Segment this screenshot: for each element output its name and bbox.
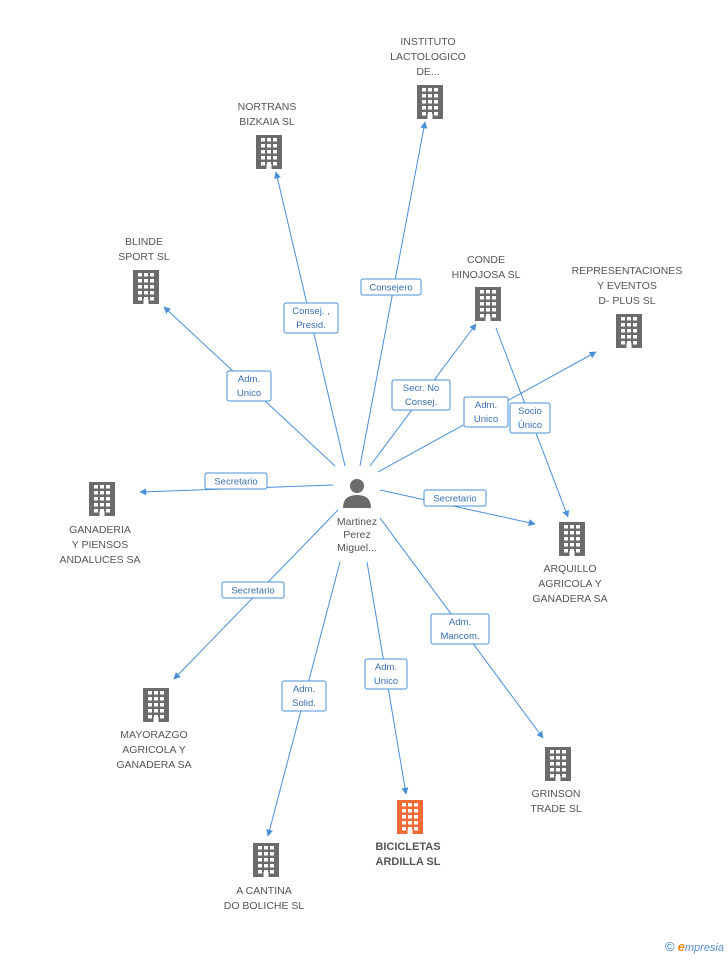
relation-label: Adm.Mancom. xyxy=(440,617,479,642)
building-icon[interactable] xyxy=(545,747,571,781)
relation-label-box xyxy=(391,379,451,411)
relation-label: Consej. ,Presid. xyxy=(292,306,330,331)
building-icon[interactable] xyxy=(397,800,423,834)
relation-label-box xyxy=(204,472,268,490)
relation-label-box xyxy=(360,278,422,296)
relation-label-box xyxy=(463,396,509,428)
relation-ganaderia[interactable]: Secretario xyxy=(139,472,334,496)
relation-label: Consejero xyxy=(369,283,412,294)
brand-footer: © empresia xyxy=(665,939,724,954)
building-icon[interactable] xyxy=(475,287,501,321)
relation-blinde[interactable]: Adm.Unico xyxy=(163,306,336,467)
building-icon[interactable] xyxy=(256,135,282,169)
brand-initial: e xyxy=(677,939,685,954)
building-icon[interactable] xyxy=(253,843,279,877)
relation-mayorazgo[interactable]: Secretario xyxy=(173,509,339,680)
relation-grinson[interactable]: Adm.Mancom. xyxy=(379,517,544,739)
person-icon[interactable] xyxy=(343,479,371,508)
relation-label-box xyxy=(364,658,408,690)
brand-name: mpresia xyxy=(684,942,724,954)
relation-label: Adm.Solid. xyxy=(292,684,316,709)
relation-representaciones[interactable]: Adm.Unico xyxy=(377,351,597,473)
relation-label: Adm.Unico xyxy=(474,400,498,425)
relation-label: Adm.Unico xyxy=(237,374,261,399)
relation-label-box xyxy=(281,680,327,712)
relation-label: Secretario xyxy=(433,494,476,505)
relation-label-box xyxy=(226,370,272,402)
relation-label-box xyxy=(283,302,339,334)
relation-label-box xyxy=(221,581,285,599)
relation-cantina[interactable]: Adm.Solid. xyxy=(266,561,341,837)
building-icon[interactable] xyxy=(133,270,159,304)
relation-label-box xyxy=(509,402,551,434)
relation-label: Secretario xyxy=(214,477,257,488)
relation-instituto[interactable]: Consejero xyxy=(359,121,428,467)
relation-arquillo[interactable]: Secretario xyxy=(379,489,536,527)
relation-label-box xyxy=(423,489,487,507)
building-icon[interactable] xyxy=(616,314,642,348)
relation-label-box xyxy=(430,613,490,645)
relation-bicicletas[interactable]: Adm.Unico xyxy=(364,561,409,795)
building-icon[interactable] xyxy=(89,482,115,516)
relation-label: Adm.Unico xyxy=(374,662,398,687)
building-icon[interactable] xyxy=(417,85,443,119)
relation-label: Secretario xyxy=(231,586,274,597)
relation-arrow xyxy=(379,489,536,527)
copyright-mark: © xyxy=(664,939,675,954)
building-icon[interactable] xyxy=(143,688,169,722)
relation-nortrans[interactable]: Consej. ,Presid. xyxy=(274,171,346,467)
building-icon[interactable] xyxy=(559,522,585,556)
